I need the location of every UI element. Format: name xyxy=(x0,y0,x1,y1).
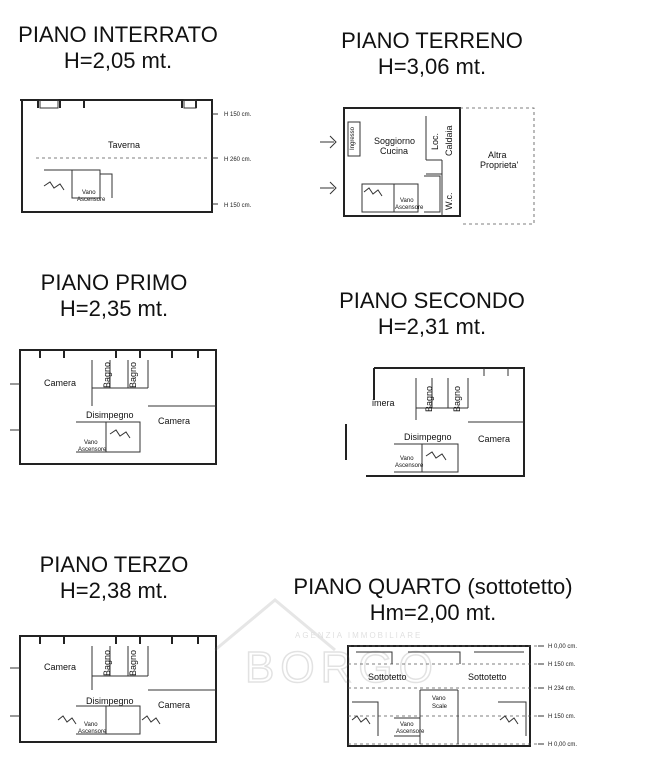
room-label-ascensore: Ascensore xyxy=(78,447,107,453)
height-mark: H 150 cm. xyxy=(548,662,576,668)
floor-height: H=2,05 mt. xyxy=(63,48,173,73)
room-label-bagno: Bagno xyxy=(452,386,462,412)
room-label-caldaia: Caldaia xyxy=(444,125,454,156)
floor-title-terzo: PIANO TERZO H=2,38 mt. xyxy=(4,552,224,604)
floor-name: PIANO INTERRATO xyxy=(18,22,218,47)
room-label-soggiorno: Soggiorno xyxy=(374,136,415,146)
floor-height: Hm=2,00 mt. xyxy=(369,600,497,625)
room-label-camera: Camera xyxy=(478,434,510,444)
floor-plan-quarto: Sottotetto Sottotetto Vano Scale Vano As… xyxy=(347,644,577,748)
floor-title-quarto: PIANO QUARTO (sottotetto) Hm=2,00 mt. xyxy=(280,574,586,626)
room-label-bagno: Bagno xyxy=(128,650,138,676)
floor-title-terreno: PIANO TERRENO H=3,06 mt. xyxy=(322,28,542,80)
room-label-vano-scale: Vano xyxy=(432,696,446,702)
room-label-wc: W.c. xyxy=(444,193,454,211)
room-label-taverna: Taverna xyxy=(108,140,140,150)
height-mark: H 234 cm. xyxy=(548,686,576,692)
floor-name: PIANO TERRENO xyxy=(341,28,523,53)
floor-title-interrato: PIANO INTERRATO H=2,05 mt. xyxy=(8,22,228,74)
room-label-camera: Camera xyxy=(158,416,190,426)
floor-title-primo: PIANO PRIMO H=2,35 mt. xyxy=(4,270,224,322)
floor-name: PIANO PRIMO xyxy=(40,270,188,295)
room-label-camera: Camera xyxy=(44,662,76,672)
room-label-sottotetto: Sottotetto xyxy=(468,672,507,682)
floor-height: H=2,35 mt. xyxy=(59,296,169,321)
room-label-vano: Vano xyxy=(400,722,414,728)
room-label-disimpegno: Disimpegno xyxy=(86,410,134,420)
room-label-bagno: Bagno xyxy=(102,362,112,388)
height-mark: H 0,00 cm. xyxy=(548,644,577,650)
room-label-vano: Vano xyxy=(84,722,98,728)
room-label-altra: Altra xyxy=(488,150,507,160)
room-label-camera: Camera xyxy=(44,378,76,388)
room-label-ascensore: Ascensore xyxy=(78,729,107,735)
room-label-camera-partial: imera xyxy=(372,398,395,408)
height-mark: H 150 cm. xyxy=(224,203,252,209)
floor-plan-terzo: Camera Bagno Bagno Disimpegno Camera Van… xyxy=(10,635,217,743)
room-label-vano: Vano xyxy=(400,198,414,204)
room-label-loc: Loc. xyxy=(430,133,440,150)
room-label-proprieta: Proprieta' xyxy=(480,160,519,170)
floor-height: H=2,31 mt. xyxy=(377,314,487,339)
room-label-disimpegno: Disimpegno xyxy=(86,696,134,706)
floor-height: H=3,06 mt. xyxy=(377,54,487,79)
room-label-vano: Vano xyxy=(400,456,414,462)
room-label-ascensore: Ascensore xyxy=(396,729,425,735)
room-label-ascensore: Ascensore xyxy=(77,197,106,203)
room-label-cucina: Cucina xyxy=(380,146,408,156)
floor-height: H=2,38 mt. xyxy=(59,578,169,603)
floor-name: PIANO SECONDO xyxy=(339,288,525,313)
height-mark: H 150 cm. xyxy=(224,112,252,118)
room-label-vano: Vano xyxy=(82,190,96,196)
floor-plan-terreno: Ingresso Soggiorno Cucina Loc. Caldaia W… xyxy=(320,107,535,225)
room-label-bagno: Bagno xyxy=(102,650,112,676)
floor-plan-primo: Camera Bagno Bagno Disimpegno Camera Van… xyxy=(10,349,217,465)
room-label-ascensore: Ascensore xyxy=(395,205,424,211)
floor-name: PIANO QUARTO (sottotetto) xyxy=(293,574,573,599)
room-label-camera: Camera xyxy=(158,700,190,710)
room-label-ascensore: Ascensore xyxy=(395,463,424,469)
room-label-disimpegno: Disimpegno xyxy=(404,432,452,442)
room-label-ingresso: Ingresso xyxy=(350,126,356,150)
floor-name: PIANO TERZO xyxy=(39,552,189,577)
height-mark: H 260 cm. xyxy=(224,157,252,163)
floor-plan-secondo: imera Bagno Bagno Disimpegno Camera Vano… xyxy=(345,367,525,477)
room-label-bagno: Bagno xyxy=(424,386,434,412)
floor-plan-interrato: Taverna Vano Ascensore H 150 cm. H 260 c… xyxy=(20,99,252,213)
room-label-bagno: Bagno xyxy=(128,362,138,388)
room-label-scale: Scale xyxy=(432,704,448,710)
height-mark: H 150 cm. xyxy=(548,714,576,720)
room-label-vano: Vano xyxy=(84,440,98,446)
height-mark: H 0,00 cm. xyxy=(548,742,577,748)
room-label-sottotetto: Sottotetto xyxy=(368,672,407,682)
floor-title-secondo: PIANO SECONDO H=2,31 mt. xyxy=(322,288,542,340)
